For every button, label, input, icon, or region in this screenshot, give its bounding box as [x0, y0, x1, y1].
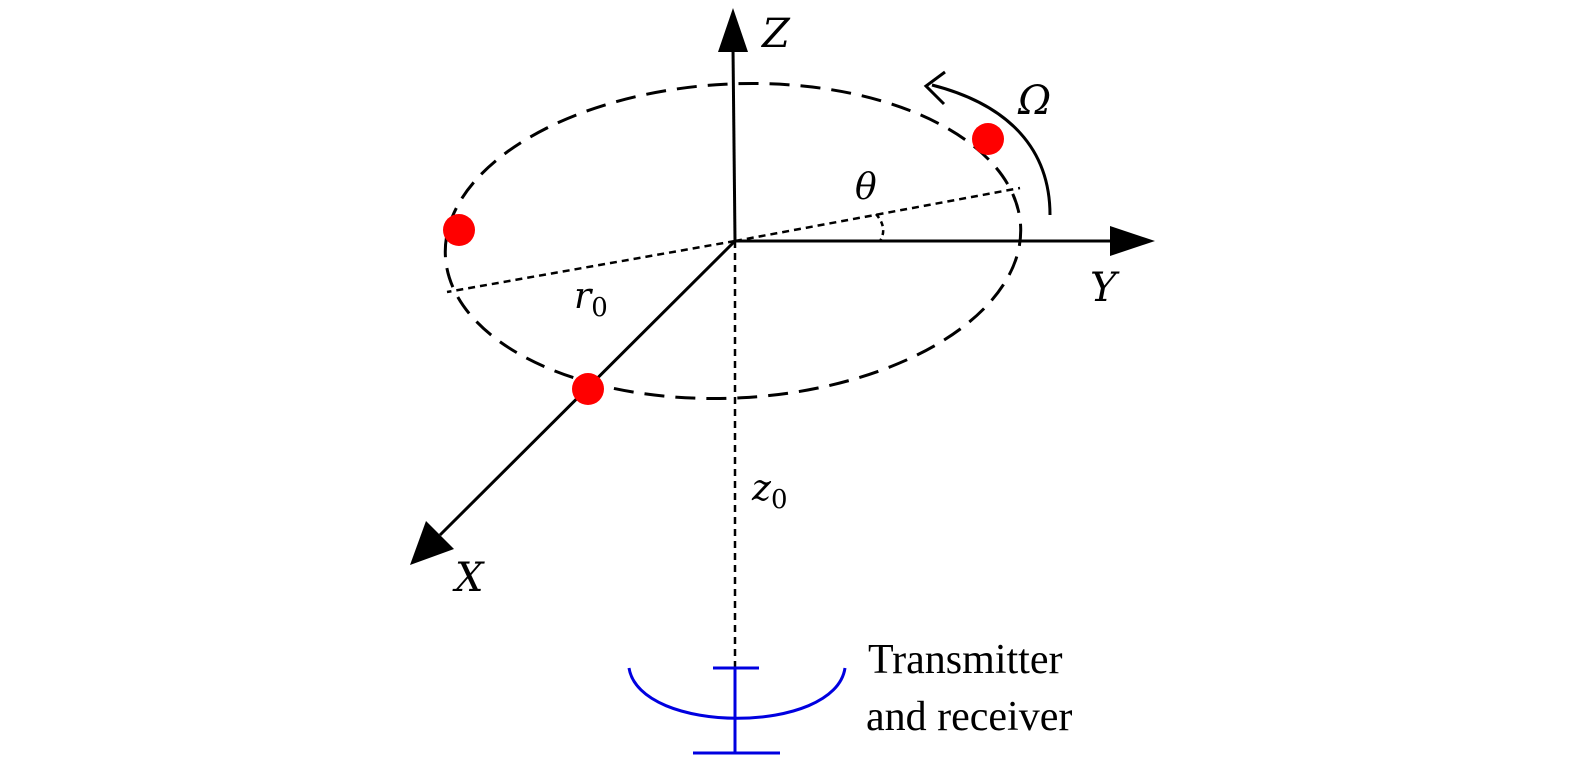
antenna-label-line2: and receiver	[866, 694, 1072, 740]
y-axis-label: Y	[1090, 265, 1120, 311]
omega-symbol: Ω	[1017, 78, 1051, 124]
y-axis-arrowhead	[1110, 226, 1155, 256]
z-axis-label: Z	[760, 11, 791, 57]
antenna-label-line1: Transmitter	[868, 637, 1062, 683]
r0-label: r0	[574, 276, 608, 323]
antenna-icon	[627, 666, 847, 755]
scatterer-point	[972, 123, 1004, 155]
x-axis-arrowhead	[410, 521, 454, 565]
theta-symbol: θ	[855, 167, 877, 208]
z0-label: z0	[751, 468, 788, 515]
z-axis-arrowhead	[718, 8, 748, 52]
theta-angle-arc	[875, 213, 885, 242]
radius-r0-line	[446, 239, 736, 294]
orbit-ellipse	[443, 81, 1023, 401]
scatterer-point	[572, 373, 604, 405]
rotation-arc	[931, 83, 1052, 216]
scatterer-point	[443, 214, 475, 246]
x-axis-label: X	[452, 555, 485, 601]
z-axis	[731, 47, 737, 242]
rotation-arrowhead	[923, 70, 946, 106]
